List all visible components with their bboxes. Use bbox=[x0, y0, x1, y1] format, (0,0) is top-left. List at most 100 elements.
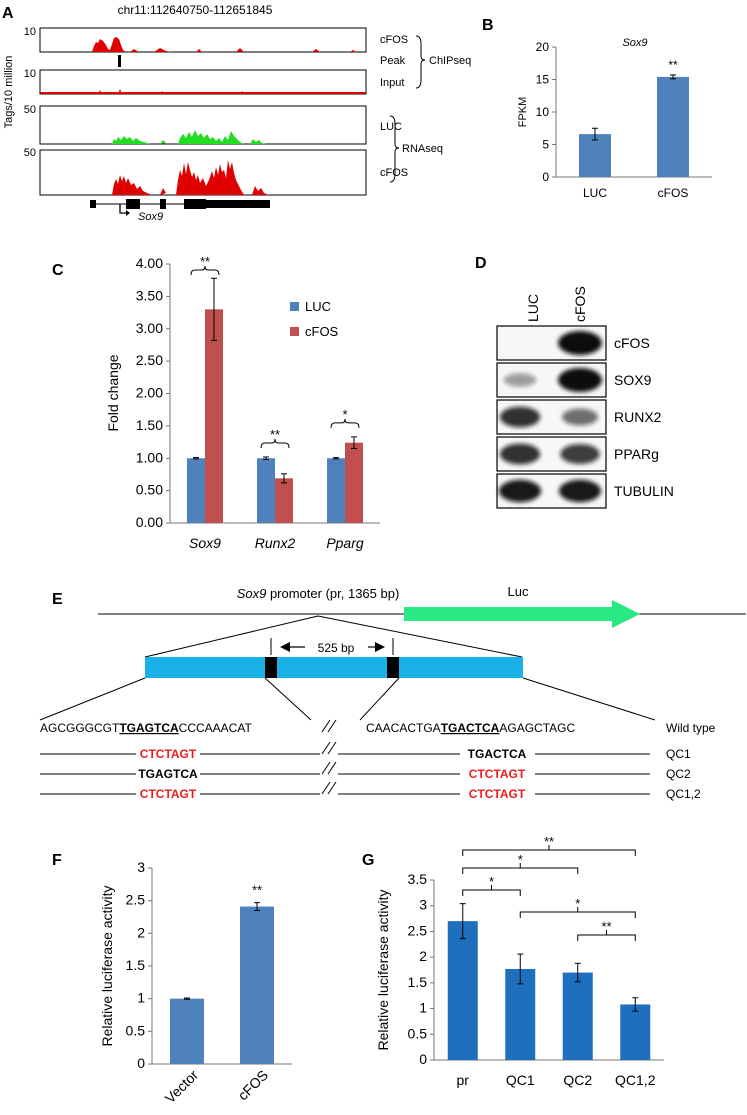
y-tick-label: 2.00 bbox=[136, 385, 163, 401]
zoom-line bbox=[264, 677, 312, 721]
zoom-line bbox=[522, 677, 656, 721]
comparison-bracket bbox=[462, 863, 579, 874]
site2-sequence: CTCTAGT bbox=[469, 787, 526, 801]
significance-label: * bbox=[489, 874, 494, 889]
comparison-bracket bbox=[519, 907, 636, 918]
wt-left-sequence: AGCGGGCGTTGAGTCACCCAAACAT bbox=[40, 721, 252, 735]
y-tick-label: 1 bbox=[419, 1000, 427, 1016]
significance-label: ** bbox=[668, 58, 678, 72]
y-tick-label: 0.5 bbox=[126, 1022, 146, 1038]
chip-signal-cfos bbox=[92, 37, 356, 52]
bar-cfos bbox=[275, 478, 293, 523]
zoom-line bbox=[317, 615, 523, 658]
y-tick-label: 4.00 bbox=[136, 255, 163, 271]
distance-label: 525 bp bbox=[318, 641, 355, 655]
row-label: QC1 bbox=[666, 747, 691, 761]
panel-letter: G bbox=[362, 852, 374, 869]
y-tick-label: 2.5 bbox=[126, 892, 146, 908]
site2-box bbox=[387, 657, 399, 678]
blot-band bbox=[558, 331, 602, 355]
lane-label: LUC bbox=[525, 294, 541, 322]
blot-band bbox=[503, 373, 537, 387]
site1-box bbox=[265, 657, 277, 678]
break-marks bbox=[321, 719, 337, 795]
legend-label-cfos: cFOS bbox=[305, 324, 339, 339]
luc-arrow bbox=[404, 600, 640, 628]
panel-letter: A bbox=[2, 5, 14, 22]
significance-bracket bbox=[260, 438, 290, 448]
track-label: cFOS bbox=[380, 167, 408, 179]
x-tick-label: QC1,2 bbox=[615, 1072, 656, 1088]
significance-label: * bbox=[575, 896, 580, 911]
x-tick-label: Sox9 bbox=[189, 535, 221, 551]
blot-band bbox=[499, 406, 541, 428]
zoom-line bbox=[359, 677, 400, 721]
blot-band bbox=[560, 444, 600, 464]
track-label: Input bbox=[380, 77, 404, 89]
bar bbox=[579, 134, 611, 177]
y-tick-label: 20 bbox=[536, 40, 550, 54]
site2-sequence: TGACTCA bbox=[468, 747, 527, 761]
y-axis-label: Tags/10 million bbox=[3, 56, 15, 129]
significance-label: ** bbox=[544, 834, 554, 849]
track-label: cFOS bbox=[380, 34, 408, 46]
y-tick-label: 1.50 bbox=[136, 417, 163, 433]
y-tick-label: 1.00 bbox=[136, 449, 163, 465]
panel-f: F bbox=[52, 852, 62, 869]
legend-swatch-luc bbox=[290, 302, 299, 311]
panel-a: A chr11:112640750-112651845 Tags/10 mill… bbox=[2, 3, 471, 223]
comparison-bracket bbox=[462, 845, 636, 856]
panel-b: B bbox=[482, 17, 494, 34]
bar bbox=[447, 921, 478, 1060]
panel-g: G bbox=[362, 852, 374, 869]
y-axis-title: FPKM bbox=[517, 97, 529, 128]
significance-bracket bbox=[190, 265, 220, 276]
track-scale: 10 bbox=[24, 26, 36, 38]
x-tick-label: Pparg bbox=[326, 535, 364, 551]
promoter-bar bbox=[145, 657, 523, 678]
y-tick-label: 1.5 bbox=[126, 957, 146, 973]
y-tick-label: 2 bbox=[419, 948, 427, 964]
significance-label: ** bbox=[601, 919, 611, 934]
y-tick-label: 0.50 bbox=[136, 482, 163, 498]
bar bbox=[657, 76, 689, 177]
x-tick-label: cFOS bbox=[235, 1067, 272, 1104]
site2-sequence: CTCTAGT bbox=[469, 767, 526, 781]
y-tick-label: 0.5 bbox=[408, 1025, 428, 1041]
y-axis-title: Fold change bbox=[105, 354, 121, 431]
y-tick-label: 0 bbox=[419, 1051, 427, 1067]
panel-letter: F bbox=[52, 852, 62, 869]
comparison-bracket bbox=[577, 930, 636, 941]
track-scale: 50 bbox=[24, 104, 36, 116]
bar-luc bbox=[187, 458, 205, 523]
y-tick-label: 3.5 bbox=[408, 871, 428, 887]
track-box-cfos-chip bbox=[39, 27, 367, 53]
x-tick-label: cFOS bbox=[658, 186, 689, 200]
panel-letter: E bbox=[52, 591, 63, 608]
arrowhead bbox=[280, 642, 290, 652]
zoom-line bbox=[144, 615, 319, 658]
significance-label: * bbox=[518, 852, 523, 867]
y-tick-label: 1 bbox=[137, 990, 145, 1006]
x-tick-label: Vector bbox=[162, 1067, 202, 1107]
x-tick-label: pr bbox=[457, 1072, 470, 1088]
group-label-rnaseq: RNAseq bbox=[402, 143, 443, 155]
chip-signal-input bbox=[40, 89, 366, 94]
track-label: LUC bbox=[380, 121, 402, 133]
bar-luc bbox=[327, 458, 345, 523]
rna-signal-cfos bbox=[112, 160, 268, 195]
track-box-input bbox=[39, 69, 367, 95]
gene-model-sox9 bbox=[90, 199, 270, 216]
row-label: QC2 bbox=[666, 767, 691, 781]
promoter-label: Sox9 promoter (pr, 1365 bp) bbox=[237, 586, 400, 601]
rna-signal-luc bbox=[112, 130, 266, 144]
significance-bracket bbox=[330, 418, 360, 428]
y-tick-label: 0 bbox=[137, 1055, 145, 1071]
legend-label-luc: LUC bbox=[305, 299, 331, 314]
